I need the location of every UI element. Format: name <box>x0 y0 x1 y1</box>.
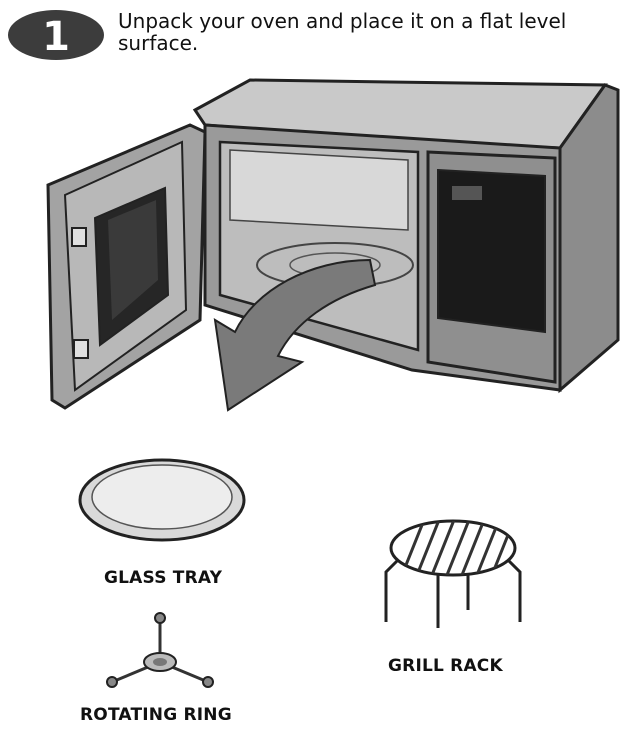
arrow-icon <box>213 258 377 412</box>
rotating-ring-icon <box>106 612 214 688</box>
microwave-oven-illustration <box>46 78 620 412</box>
step-badge-icon: 1 <box>8 10 104 60</box>
rotating-ring-label: ROTATING RING <box>80 705 232 725</box>
grill-rack-label: GRILL RACK <box>388 656 503 676</box>
glass-tray-label: GLASS TRAY <box>104 568 223 588</box>
grill-rack-icon <box>384 519 522 628</box>
glass-tray-icon <box>78 458 246 542</box>
step-number: 1 <box>42 14 70 60</box>
step-instruction: Unpack your oven and place it on a flat … <box>118 9 567 55</box>
